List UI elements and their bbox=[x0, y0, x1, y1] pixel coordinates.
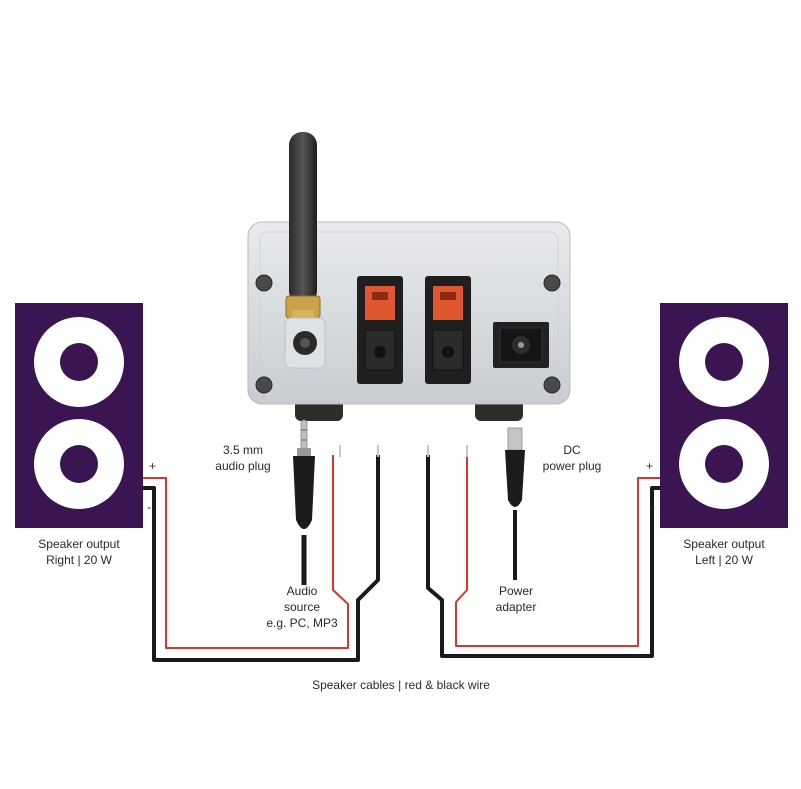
speaker-right-label: Speaker output Right | 20 W bbox=[38, 537, 120, 567]
wire-tips bbox=[339, 445, 468, 457]
plus-sign-left: + bbox=[646, 459, 654, 473]
dc-plug-label: DC power plug bbox=[542, 443, 602, 473]
speaker-terminal-left bbox=[425, 276, 471, 384]
plus-sign-right: + bbox=[149, 459, 157, 473]
power-adapter-label: Power adapter bbox=[495, 584, 537, 614]
audio-plug-icon bbox=[293, 419, 315, 529]
black-wire-right bbox=[142, 455, 380, 662]
amplifier bbox=[247, 132, 571, 421]
screws bbox=[255, 274, 561, 394]
red-wire-left bbox=[455, 455, 660, 647]
dc-plug-icon bbox=[505, 427, 525, 507]
minus-sign-right: - bbox=[147, 500, 151, 514]
red-wire-right bbox=[142, 455, 349, 649]
speaker-left-label: Speaker output Left | 20 W bbox=[683, 537, 765, 567]
speaker-cables-label: Speaker cables | red & black wire bbox=[312, 678, 490, 692]
audio-source-label: Audio source e.g. PC, MP3 bbox=[266, 584, 338, 630]
antenna bbox=[285, 132, 321, 320]
audio-plug-label: 3.5 mm audio plug bbox=[215, 443, 271, 473]
minus-sign-left: - bbox=[651, 500, 655, 514]
speaker-cables bbox=[142, 455, 660, 662]
speaker-right bbox=[15, 303, 143, 528]
black-wire-left bbox=[426, 455, 660, 658]
speaker-terminal-right bbox=[357, 276, 403, 384]
speaker-left bbox=[660, 303, 788, 528]
dc-jack bbox=[493, 322, 549, 368]
